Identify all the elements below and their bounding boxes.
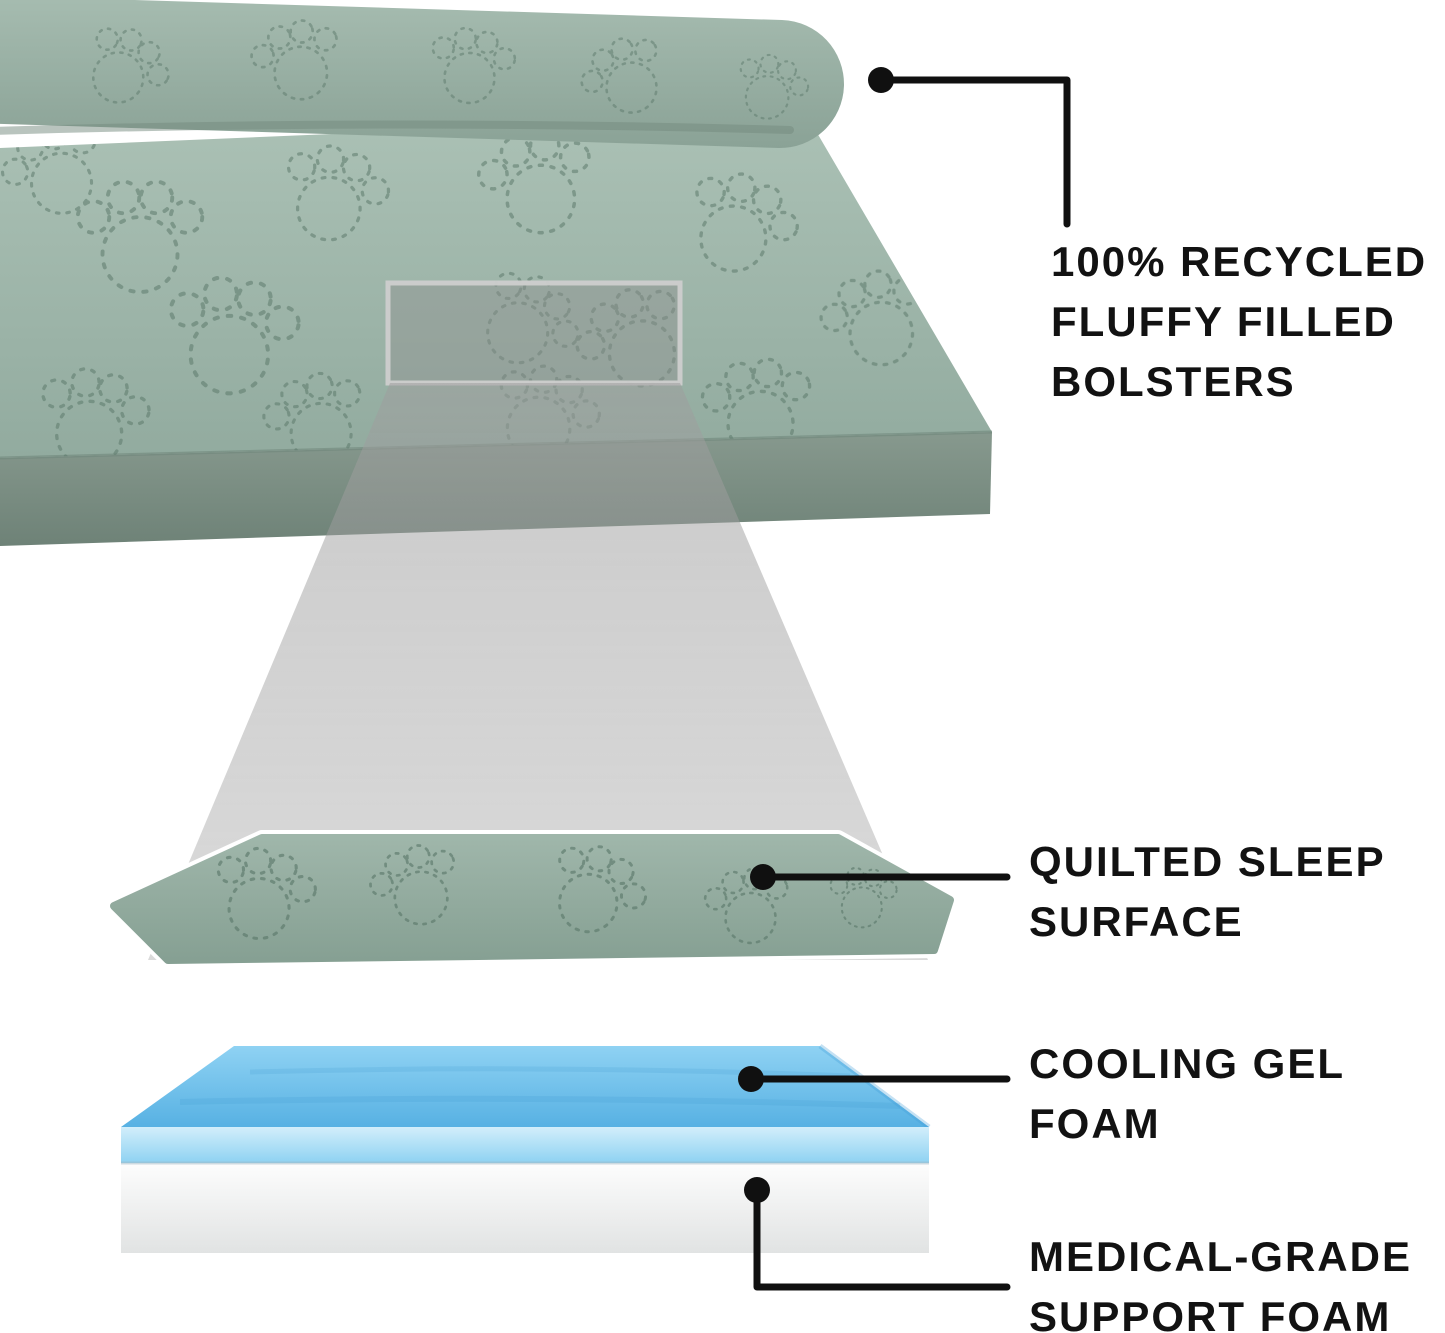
label-line: FLUFFY FILLED — [1051, 298, 1396, 345]
callout-dot-support-foam — [744, 1177, 770, 1203]
cooling-gel-front — [121, 1127, 929, 1163]
label-line: COOLING GEL — [1029, 1040, 1345, 1087]
foam-block — [121, 1043, 931, 1253]
label-cooling-gel: COOLING GEL FOAM — [1029, 1034, 1345, 1154]
callout-line-bolsters — [877, 76, 1071, 228]
callout-lines — [747, 76, 1071, 1291]
label-quilted-surface: QUILTED SLEEP SURFACE — [1029, 832, 1386, 952]
label-line: SUPPORT FOAM — [1029, 1293, 1392, 1333]
callout-dots — [738, 67, 894, 1203]
support-foam-front — [121, 1163, 929, 1253]
gel-right-edge-shade — [818, 1043, 931, 1130]
label-line: BOLSTERS — [1051, 358, 1296, 405]
bolster-seam-shadow — [0, 120, 794, 135]
cooling-gel-top — [121, 1046, 929, 1127]
label-line: SURFACE — [1029, 898, 1244, 945]
callout-line-support-foam — [753, 1186, 1011, 1291]
gel-texture-line-2 — [179, 1095, 901, 1109]
zoom-projection-cone — [148, 383, 928, 960]
callout-dot-bolsters — [868, 67, 894, 93]
label-line: 100% RECYCLED — [1051, 238, 1428, 285]
bolster — [0, 0, 844, 148]
label-support-foam: MEDICAL-GRADE SUPPORT FOAM — [1029, 1227, 1412, 1333]
pet-bed-illustration — [0, 0, 993, 546]
quilted-surface-layer — [106, 830, 958, 968]
zoom-highlight-rect — [385, 280, 683, 386]
callout-dot-cooling-gel — [738, 1066, 764, 1092]
label-line: FOAM — [1029, 1100, 1161, 1147]
callout-dot-quilted-surface — [750, 864, 776, 890]
label-line: QUILTED SLEEP — [1029, 838, 1386, 885]
gel-texture-line-1 — [249, 1066, 851, 1079]
label-line: MEDICAL-GRADE — [1029, 1233, 1412, 1280]
quilted-surface-slab — [110, 834, 954, 964]
label-bolsters: 100% RECYCLED FLUFFY FILLED BOLSTERS — [1051, 232, 1427, 412]
